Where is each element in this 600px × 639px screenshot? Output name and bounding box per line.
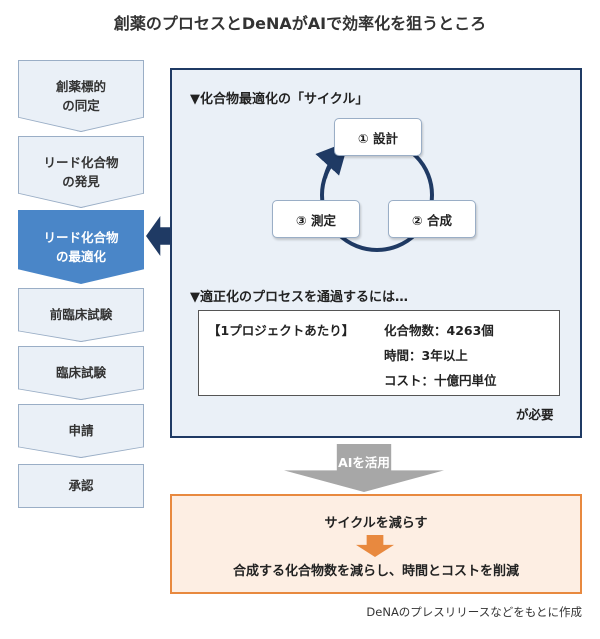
- step-5-label: 臨床試験: [55, 365, 106, 381]
- figure-title: 創薬のプロセスとDeNAがAIで効率化を狙うところ: [113, 14, 487, 33]
- ai-arrow-label: AIを活用: [338, 455, 390, 470]
- step-clinical: 臨床試験: [19, 347, 143, 399]
- result-bottom-text: 合成する化合物数を減らし、時間とコストを削減: [232, 564, 519, 579]
- per-project-label: 【1プロジェクトあたり】: [208, 323, 355, 338]
- step-target-identification: 創薬標的の同定: [19, 61, 143, 131]
- cycle-heading: ▼化合物最適化の「サイクル」: [190, 92, 369, 107]
- cycle-node-design: ① 設計: [334, 118, 422, 156]
- step-3-line1: リード化合物: [43, 229, 119, 245]
- step-approval: 承認: [18, 464, 144, 508]
- cycle-node-synthesis: ② 合成: [388, 200, 476, 238]
- cycle-arrow-icon: [315, 141, 349, 179]
- result-box: サイクルを減らす 合成する化合物数を減らし、時間とコストを削減: [170, 494, 582, 594]
- step-6-label: 申請: [68, 423, 94, 439]
- step-2-line2: の発見: [62, 174, 100, 189]
- step-1-line2: の同定: [62, 98, 100, 113]
- process-heading: ▼適正化のプロセスを通過するには…: [190, 290, 408, 305]
- step-4-label: 前臨床試験: [49, 307, 113, 323]
- cost-required: コスト：十億円単位: [384, 373, 497, 388]
- result-top-text: サイクルを減らす: [324, 516, 428, 531]
- cycle-node-measurement: ③ 測定: [272, 200, 360, 238]
- required-suffix: が必要: [516, 407, 554, 422]
- step-lead-optimization: リード化合物の最適化: [18, 210, 144, 284]
- step-7-label: 承認: [68, 478, 94, 494]
- step-lead-discovery: リード化合物の発見: [19, 137, 143, 207]
- step-2-line1: リード化合物: [43, 154, 119, 170]
- step-preclinical: 前臨床試験: [19, 289, 143, 341]
- step-application: 申請: [19, 405, 143, 457]
- source-note: DeNAのプレスリリースなどをもとに作成: [366, 605, 582, 619]
- step-3-line2: の最適化: [55, 249, 106, 264]
- time-required: 時間：3年以上: [384, 348, 468, 363]
- requirements-box: [198, 310, 560, 396]
- step-1-line1: 創薬標的: [55, 78, 106, 94]
- compound-count: 化合物数：4263個: [384, 323, 494, 338]
